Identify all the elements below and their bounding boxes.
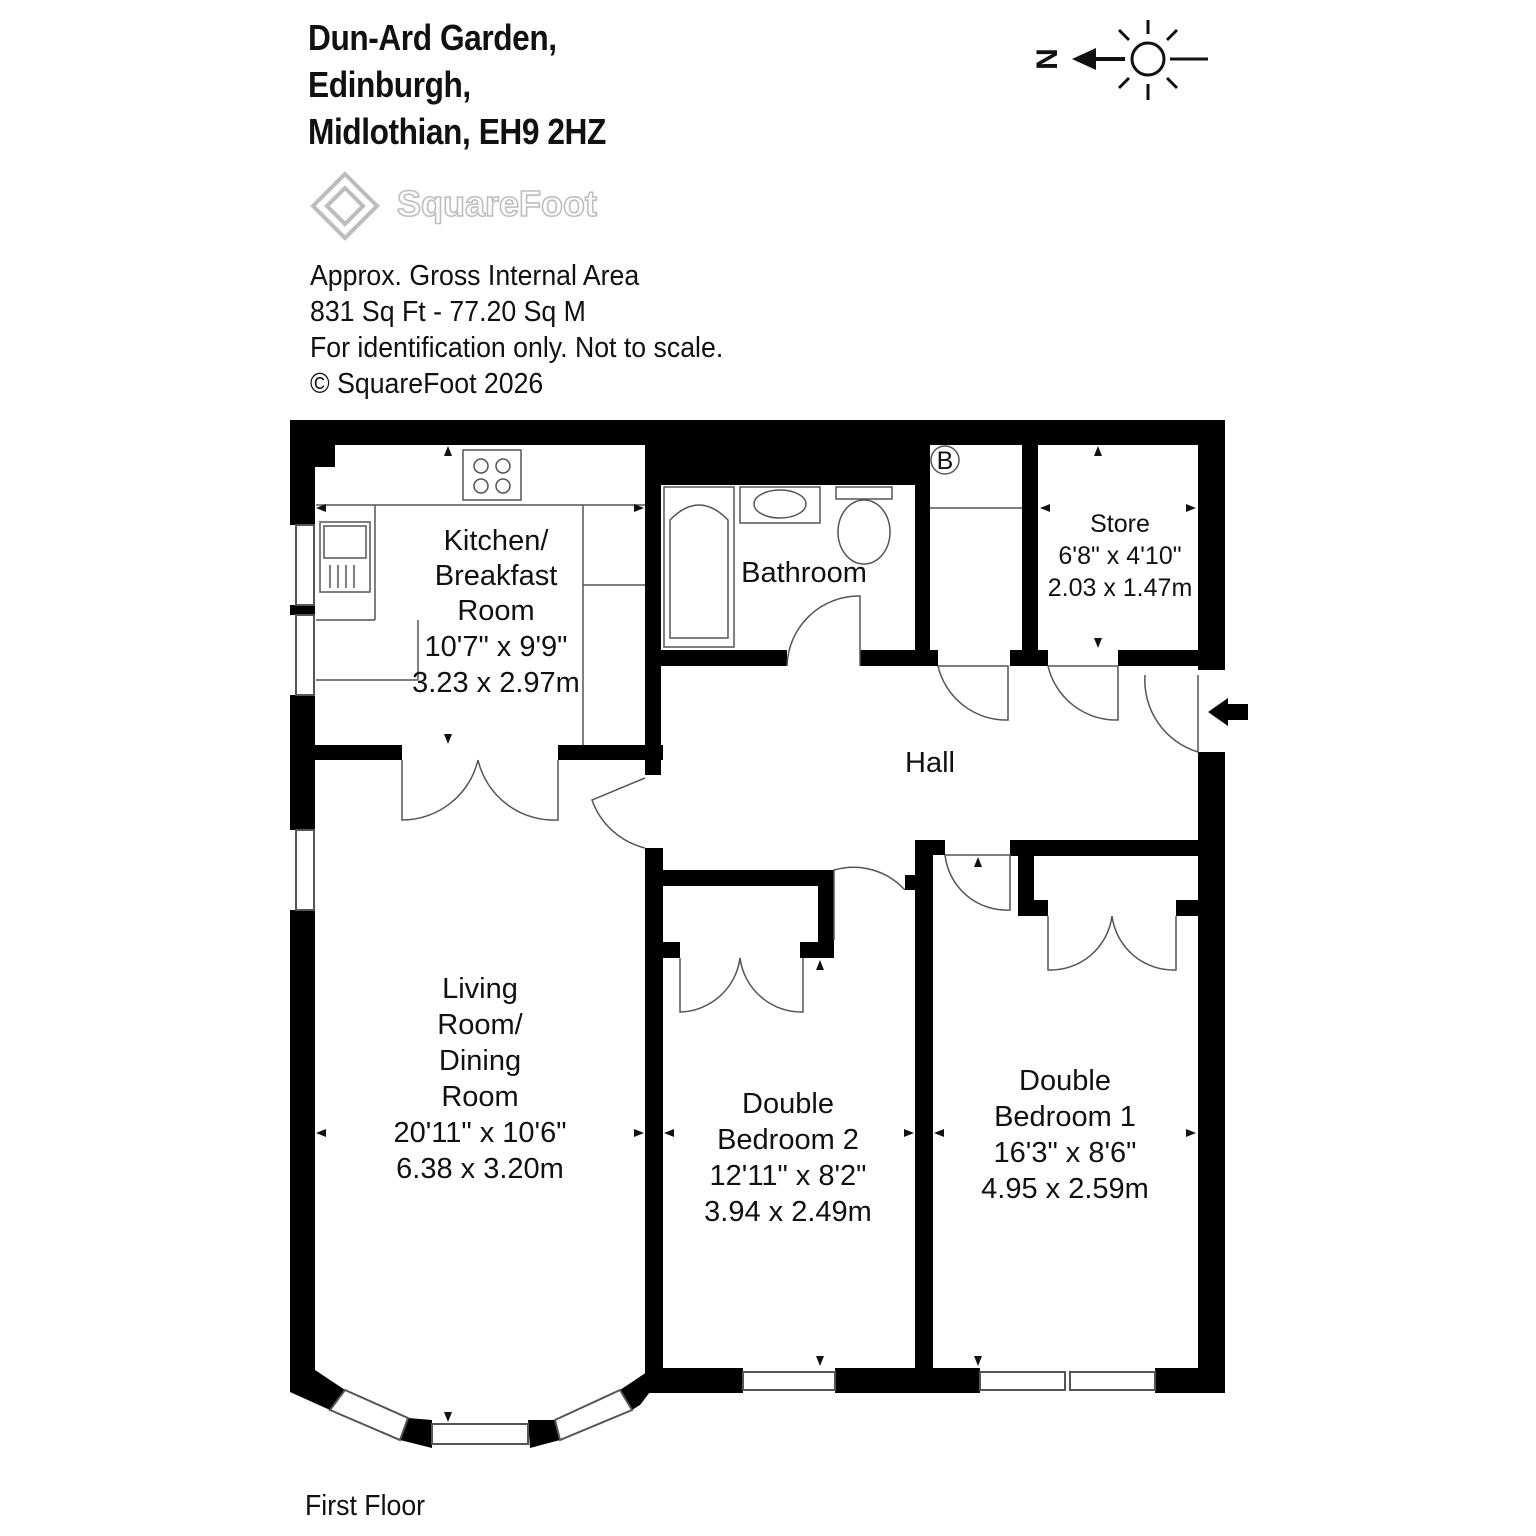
room-bedroom-1: Double Bedroom 1 16'3" x 8'6" 4.95 x 2.5… (981, 1065, 1149, 1205)
living-metric: 6.38 x 3.20m (396, 1153, 564, 1185)
property-address: Dun-Ard Garden, Edinburgh, Midlothian, E… (308, 14, 606, 155)
fixtures (316, 445, 1022, 745)
kitchen-name-1: Kitchen/ (444, 525, 550, 557)
bedroom2-name-1: Double (742, 1088, 834, 1120)
address-line-2: Edinburgh, (308, 64, 471, 105)
room-hall: Hall (905, 747, 955, 779)
floor-label: First Floor (305, 1490, 426, 1522)
logo-mark-icon (310, 171, 380, 241)
compass: N (1031, 20, 1208, 100)
living-name-3: Dining (439, 1045, 521, 1077)
kitchen-name-3: Room (457, 595, 534, 627)
area-info-line-2: 831 Sq Ft - 77.20 Sq M (310, 296, 586, 328)
bedroom2-name-2: Bedroom 2 (717, 1124, 859, 1156)
north-label: N (1031, 48, 1064, 70)
room-bathroom: Bathroom (741, 557, 867, 589)
living-name-4: Room (441, 1081, 518, 1113)
squarefoot-logo: SquareFoot (310, 171, 598, 241)
area-info-line-4: © SquareFoot 2026 (310, 368, 544, 400)
room-kitchen: Kitchen/ Breakfast Room 10'7" x 9'9" 3.2… (412, 525, 580, 699)
kitchen-name-2: Breakfast (435, 560, 558, 592)
store-metric: 2.03 x 1.47m (1048, 574, 1193, 602)
bedroom1-metric: 4.95 x 2.59m (981, 1173, 1149, 1205)
doors (401, 595, 1199, 1013)
living-name-2: Room/ (437, 1009, 523, 1041)
logo-text: SquareFoot (397, 183, 597, 224)
bedroom2-metric: 3.94 x 2.49m (704, 1196, 872, 1228)
bedroom2-imperial: 12'11" x 8'2" (710, 1160, 867, 1192)
area-info-line-1: Approx. Gross Internal Area (310, 260, 640, 292)
north-arrow-icon (1072, 48, 1125, 70)
area-info: Approx. Gross Internal Area 831 Sq Ft - … (310, 258, 723, 402)
bedroom1-name-1: Double (1019, 1065, 1111, 1097)
walls (290, 420, 1225, 1448)
boiler-label: B (937, 447, 954, 475)
store-name: Store (1090, 510, 1150, 538)
living-name-1: Living (442, 973, 518, 1005)
entrance-arrow-icon (1208, 698, 1248, 726)
address-line-1: Dun-Ard Garden, (308, 17, 557, 58)
windows (295, 524, 1156, 1445)
room-boiler: B (937, 447, 954, 475)
kitchen-imperial: 10'7" x 9'9" (425, 631, 568, 663)
kitchen-metric: 3.23 x 2.97m (412, 667, 580, 699)
room-bedroom-2: Double Bedroom 2 12'11" x 8'2" 3.94 x 2.… (704, 1088, 872, 1228)
room-living: Living Room/ Dining Room 20'11" x 10'6" … (393, 973, 566, 1185)
bathroom-name: Bathroom (741, 557, 867, 589)
store-imperial: 6'8" x 4'10" (1058, 542, 1181, 570)
bedroom1-imperial: 16'3" x 8'6" (994, 1137, 1137, 1169)
dimension-markers (316, 446, 1196, 1422)
bedroom1-name-2: Bedroom 1 (994, 1101, 1136, 1133)
living-imperial: 20'11" x 10'6" (393, 1117, 566, 1149)
hall-name: Hall (905, 747, 955, 779)
sun-icon (1117, 20, 1208, 100)
address-line-3: Midlothian, EH9 2HZ (308, 111, 606, 152)
room-store: Store 6'8" x 4'10" 2.03 x 1.47m (1048, 510, 1193, 602)
area-info-line-3: For identification only. Not to scale. (310, 332, 724, 364)
